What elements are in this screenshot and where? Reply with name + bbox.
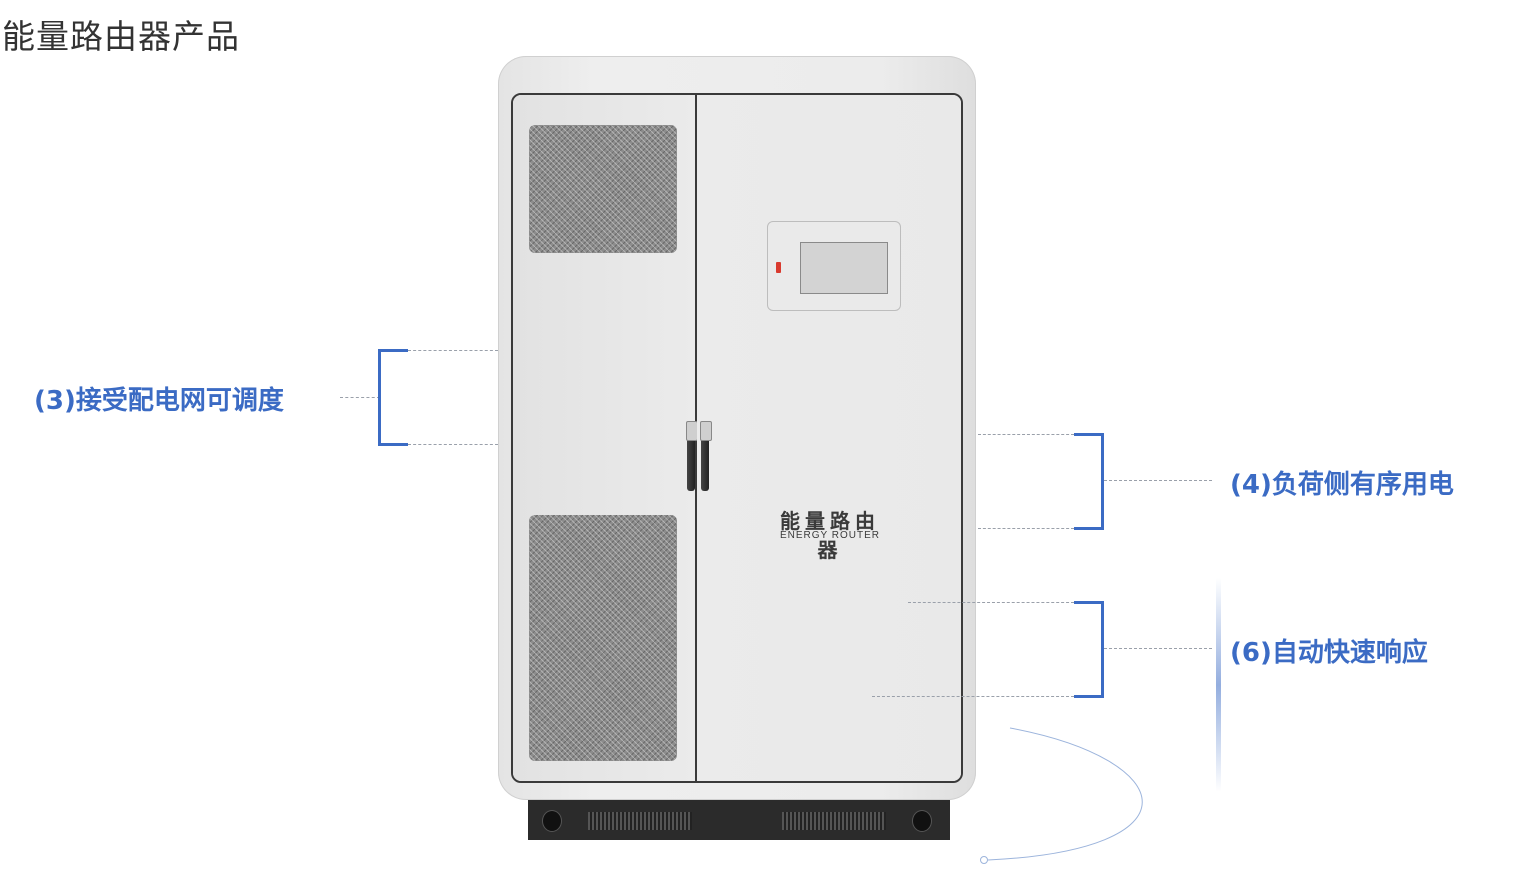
brand-label-en: ENERGY ROUTER bbox=[779, 530, 881, 541]
vent-grille-top bbox=[529, 125, 677, 253]
callout-dash-top-dispatchable bbox=[408, 350, 498, 351]
callout-dash-top-orderly bbox=[978, 434, 1074, 435]
cabinet-left-door bbox=[513, 95, 698, 781]
callout-dash-top-fast bbox=[908, 602, 1074, 603]
decorative-glow-line bbox=[1216, 578, 1221, 792]
door-handle-left bbox=[686, 421, 698, 491]
plinth-hole-right bbox=[912, 810, 932, 832]
brand-label-cn: 能量路由器 bbox=[780, 509, 880, 562]
plinth-hole-left bbox=[542, 810, 562, 832]
callout-dash-bottom-dispatchable bbox=[408, 444, 498, 445]
plinth-grille-left bbox=[588, 812, 692, 830]
cabinet-door-frame: 能量路由器 ENERGY ROUTER bbox=[511, 93, 963, 783]
door-handle-right bbox=[700, 421, 712, 491]
callout-leader-fast bbox=[1104, 648, 1212, 649]
callout-label-fast-response: (6)自动快速响应 bbox=[1230, 638, 1428, 668]
callout-dash-bottom-fast bbox=[872, 696, 1074, 697]
callout-bracket-dispatchable bbox=[378, 349, 408, 446]
callout-bracket-fast bbox=[1074, 601, 1104, 698]
energy-router-cabinet-image: 能量路由器 ENERGY ROUTER bbox=[498, 56, 976, 800]
callout-leader-dispatchable bbox=[340, 397, 380, 398]
callout-dash-bottom-orderly bbox=[978, 528, 1074, 529]
vent-grille-bottom bbox=[529, 515, 677, 761]
page-title: 能量路由器产品 bbox=[2, 17, 240, 56]
cabinet-base-plinth bbox=[528, 800, 950, 840]
cabinet-right-door: 能量路由器 ENERGY ROUTER bbox=[697, 95, 961, 781]
status-indicator-light bbox=[776, 262, 781, 273]
callout-bracket-orderly bbox=[1074, 433, 1104, 530]
hmi-touch-screen bbox=[800, 242, 888, 294]
callout-label-dispatchable: (3)接受配电网可调度 bbox=[34, 386, 284, 416]
callout-leader-orderly bbox=[1104, 480, 1212, 481]
callout-label-orderly-load: (4)负荷侧有序用电 bbox=[1230, 470, 1454, 500]
hmi-panel bbox=[767, 221, 901, 311]
plinth-grille-right bbox=[782, 812, 886, 830]
